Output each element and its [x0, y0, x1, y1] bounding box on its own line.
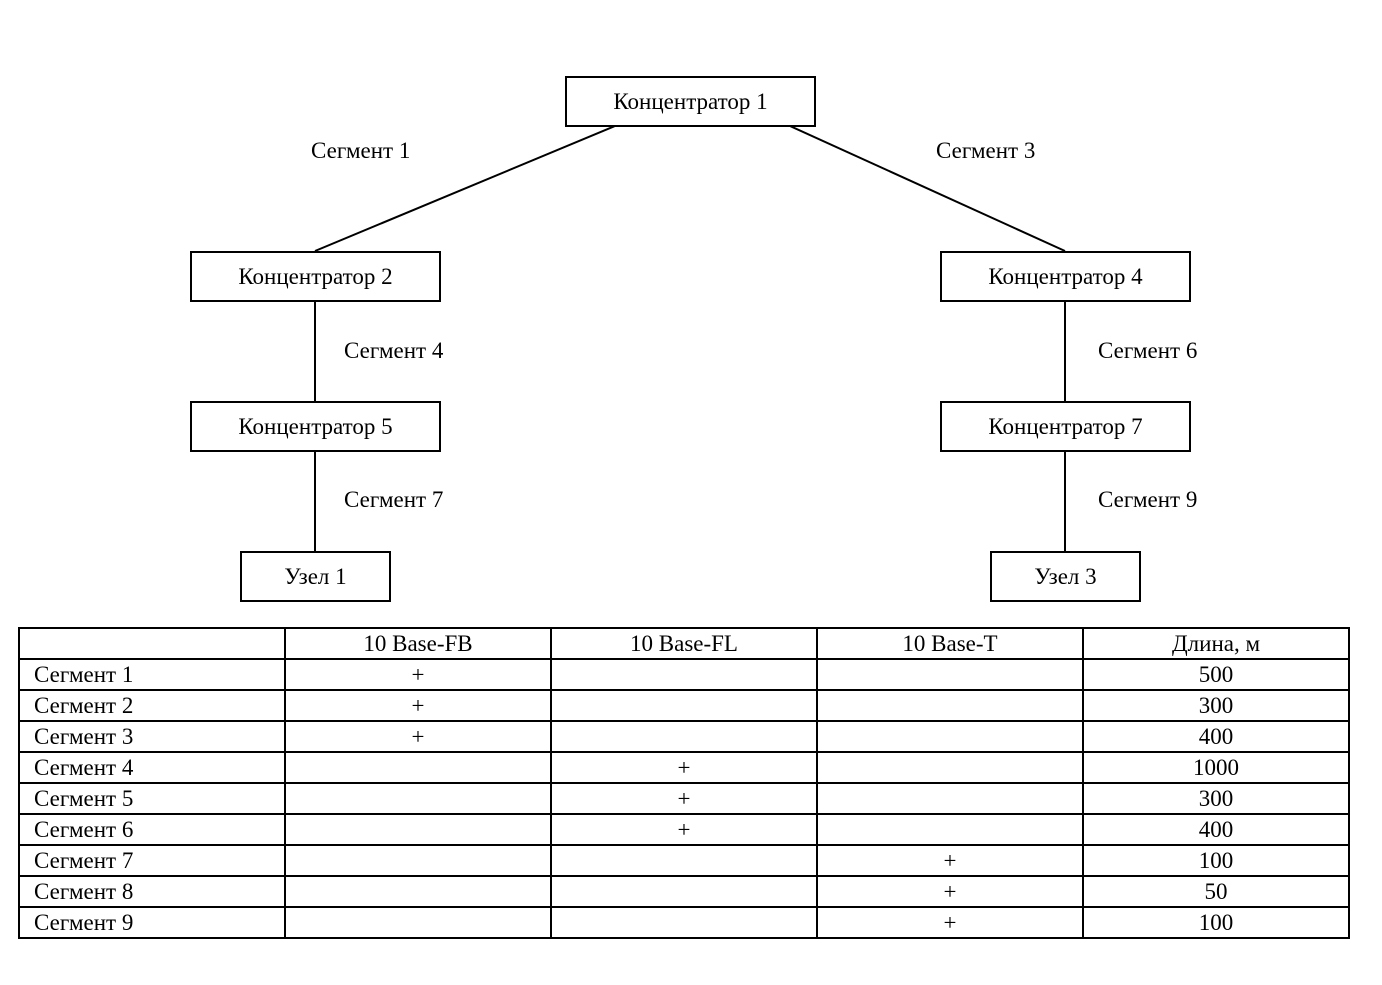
fb-cell: + — [284, 658, 552, 691]
fb-cell — [284, 875, 552, 908]
length-cell: 300 — [1082, 782, 1350, 815]
t-cell — [816, 813, 1084, 846]
table-row: Сегмент 3 + 400 — [18, 720, 1350, 753]
segment-7-label: Сегмент 7 — [344, 487, 444, 512]
node-3-box: Узел 3 — [990, 551, 1141, 602]
fb-cell: + — [284, 689, 552, 722]
fl-cell: + — [550, 751, 818, 784]
fl-cell: + — [550, 813, 818, 846]
segment-name-cell: Сегмент 9 — [18, 906, 286, 939]
segment-6-label: Сегмент 6 — [1098, 338, 1198, 363]
segment-1-label: Сегмент 1 — [311, 138, 411, 163]
hub-5-box: Концентратор 5 — [190, 401, 441, 452]
header-cell-10base-fb: 10 Base-FB — [284, 627, 552, 660]
fl-cell — [550, 906, 818, 939]
length-cell: 400 — [1082, 720, 1350, 753]
length-cell: 50 — [1082, 875, 1350, 908]
fl-cell — [550, 875, 818, 908]
fl-cell — [550, 658, 818, 691]
fl-cell — [550, 720, 818, 753]
header-cell-empty — [18, 627, 286, 660]
fl-cell — [550, 844, 818, 877]
connection-lines — [314, 125, 1066, 551]
segments-table: 10 Base-FB 10 Base-FL 10 Base-T Длина, м… — [18, 627, 1350, 939]
length-cell: 100 — [1082, 906, 1350, 939]
edge-segment-3 — [789, 125, 1066, 252]
segment-4-label: Сегмент 4 — [344, 338, 444, 363]
segment-name-cell: Сегмент 3 — [18, 720, 286, 753]
node-1-box: Узел 1 — [240, 551, 391, 602]
table-row: Сегмент 6 + 400 — [18, 813, 1350, 846]
t-cell — [816, 720, 1084, 753]
network-diagram: Концентратор 1 Концентратор 2 Концентрат… — [190, 76, 1198, 602]
header-cell-10base-fl: 10 Base-FL — [550, 627, 818, 660]
segment-name-cell: Сегмент 6 — [18, 813, 286, 846]
table-row: Сегмент 7 + 100 — [18, 844, 1350, 877]
segment-name-cell: Сегмент 7 — [18, 844, 286, 877]
fb-cell — [284, 844, 552, 877]
segment-name-cell: Сегмент 5 — [18, 782, 286, 815]
segment-name-cell: Сегмент 8 — [18, 875, 286, 908]
fb-cell — [284, 906, 552, 939]
length-cell: 300 — [1082, 689, 1350, 722]
fb-cell: + — [284, 720, 552, 753]
hub-1-box: Концентратор 1 — [565, 76, 816, 127]
t-cell — [816, 658, 1084, 691]
t-cell: + — [816, 844, 1084, 877]
t-cell — [816, 782, 1084, 815]
fl-cell: + — [550, 782, 818, 815]
segment-name-cell: Сегмент 1 — [18, 658, 286, 691]
hub-7-box: Концентратор 7 — [940, 401, 1191, 452]
fb-cell — [284, 813, 552, 846]
table-row: Сегмент 9 + 100 — [18, 906, 1350, 939]
fl-cell — [550, 689, 818, 722]
fb-cell — [284, 751, 552, 784]
segment-name-cell: Сегмент 2 — [18, 689, 286, 722]
header-cell-10base-t: 10 Base-T — [816, 627, 1084, 660]
table-row: Сегмент 1 + 500 — [18, 658, 1350, 691]
table-row: Сегмент 2 + 300 — [18, 689, 1350, 722]
hub-2-box: Концентратор 2 — [190, 251, 441, 302]
segment-name-cell: Сегмент 4 — [18, 751, 286, 784]
table-header-row: 10 Base-FB 10 Base-FL 10 Base-T Длина, м — [18, 627, 1350, 660]
t-cell — [816, 751, 1084, 784]
length-cell: 1000 — [1082, 751, 1350, 784]
t-cell — [816, 689, 1084, 722]
segment-3-label: Сегмент 3 — [936, 138, 1036, 163]
length-cell: 500 — [1082, 658, 1350, 691]
t-cell: + — [816, 875, 1084, 908]
table-row: Сегмент 4 + 1000 — [18, 751, 1350, 784]
edge-segment-1 — [314, 125, 616, 252]
segment-9-label: Сегмент 9 — [1098, 487, 1198, 512]
t-cell: + — [816, 906, 1084, 939]
hub-4-box: Концентратор 4 — [940, 251, 1191, 302]
length-cell: 400 — [1082, 813, 1350, 846]
table-row: Сегмент 5 + 300 — [18, 782, 1350, 815]
length-cell: 100 — [1082, 844, 1350, 877]
header-cell-length: Длина, м — [1082, 627, 1350, 660]
table-row: Сегмент 8 + 50 — [18, 875, 1350, 908]
fb-cell — [284, 782, 552, 815]
